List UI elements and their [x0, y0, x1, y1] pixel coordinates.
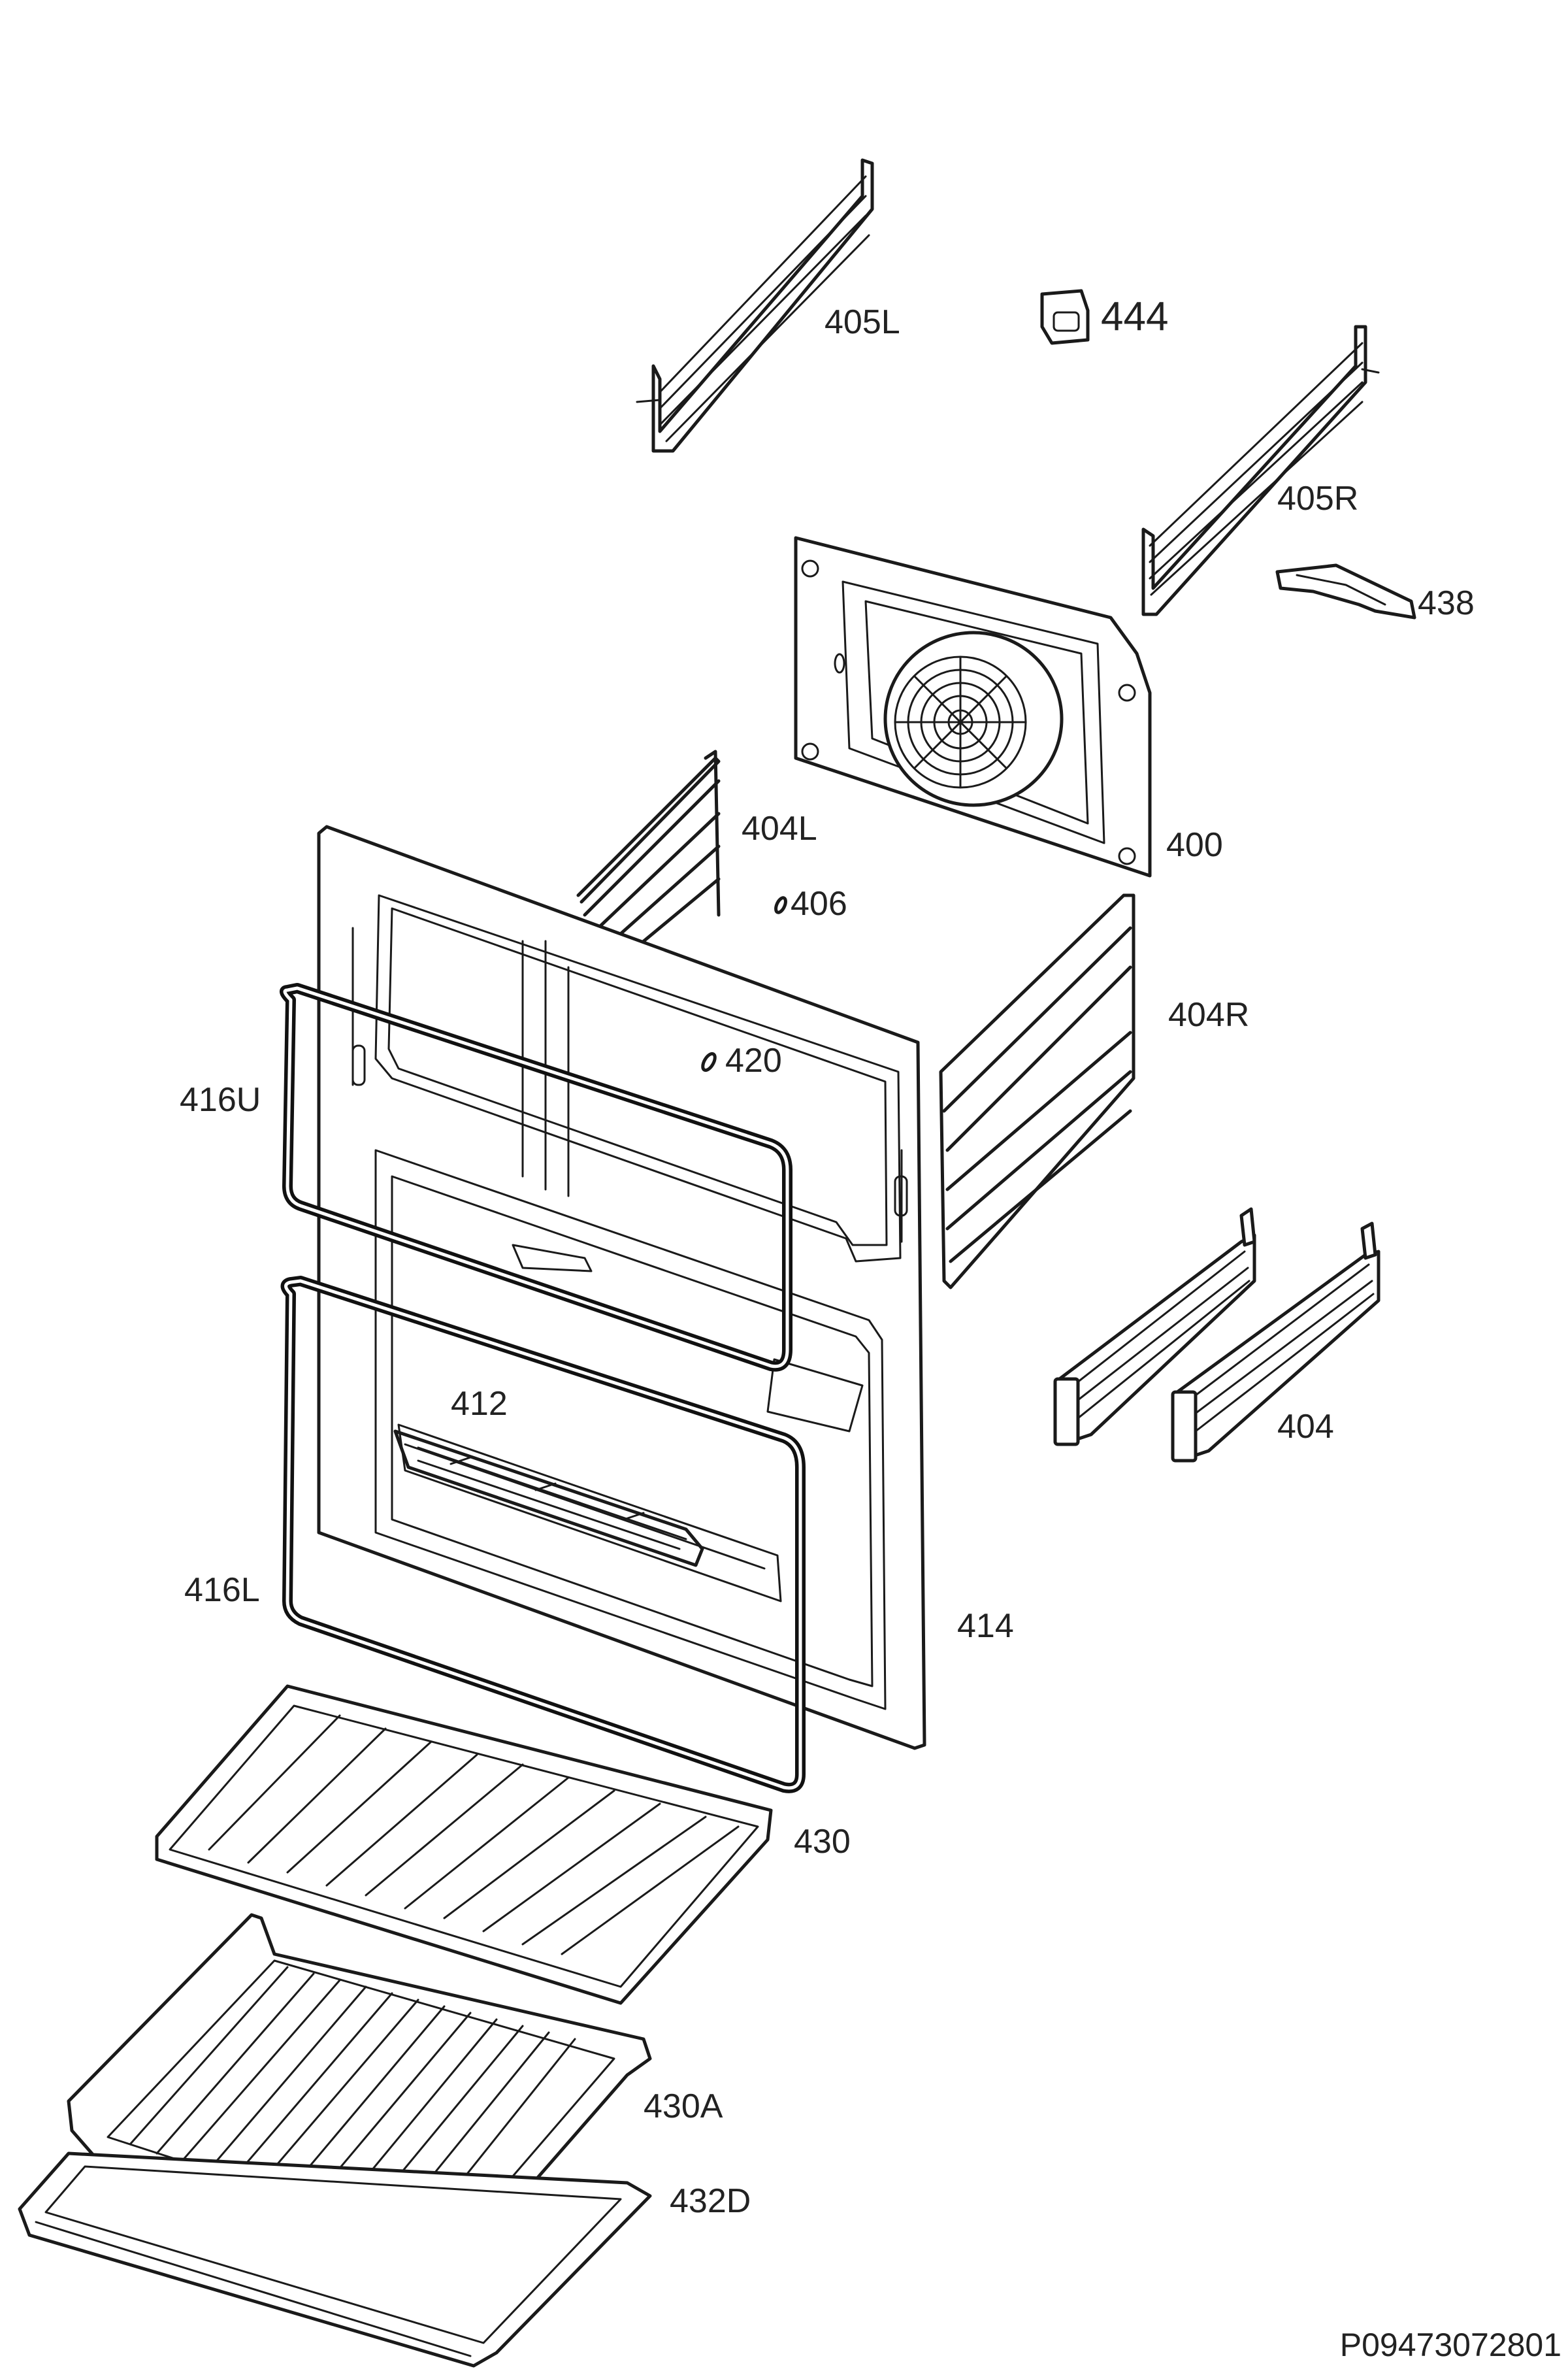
callout-405L: 405L [825, 303, 900, 341]
callout-444: 444 [1101, 294, 1168, 339]
part-416U-gasket-upper [280, 983, 792, 1372]
part-420-screw [701, 1052, 717, 1072]
callout-416L: 416L [184, 1571, 260, 1609]
callout-432D: 432D [670, 2182, 751, 2220]
part-412-grill-element [393, 1429, 704, 1567]
part-404R-shelf-support-right [939, 893, 1135, 1289]
callout-438: 438 [1418, 584, 1475, 622]
part-416L-gasket-lower [280, 1276, 806, 1793]
part-405L-side-rail-upper-left [636, 158, 874, 453]
callout-405R: 405R [1277, 480, 1358, 518]
callout-412: 412 [451, 1385, 508, 1423]
callout-404: 404 [1277, 1408, 1334, 1446]
callout-430: 430 [794, 1823, 851, 1861]
part-444-clip [1040, 289, 1090, 345]
callout-406: 406 [791, 885, 847, 923]
callout-430A: 430A [644, 2087, 723, 2125]
part-405R-side-rail-upper-right [1141, 325, 1380, 616]
part-404L-shelf-support-left [576, 750, 721, 976]
document-id: P09473072801 [1340, 2327, 1561, 2363]
callout-404R: 404R [1168, 996, 1249, 1034]
part-406-pin [774, 896, 787, 914]
callout-404L: 404L [742, 810, 817, 848]
callout-420: 420 [725, 1042, 782, 1080]
part-414-oven-cavity [317, 825, 926, 1750]
part-430-wire-shelf [155, 1684, 773, 2005]
callout-414: 414 [957, 1607, 1014, 1645]
callout-400: 400 [1166, 826, 1223, 864]
part-438-bracket [1275, 563, 1416, 620]
part-404-telescopic-runners [1053, 1207, 1380, 1463]
callout-416U: 416U [180, 1081, 261, 1119]
part-400-back-panel [794, 536, 1152, 878]
part-432D-baking-tray [18, 2151, 652, 2368]
